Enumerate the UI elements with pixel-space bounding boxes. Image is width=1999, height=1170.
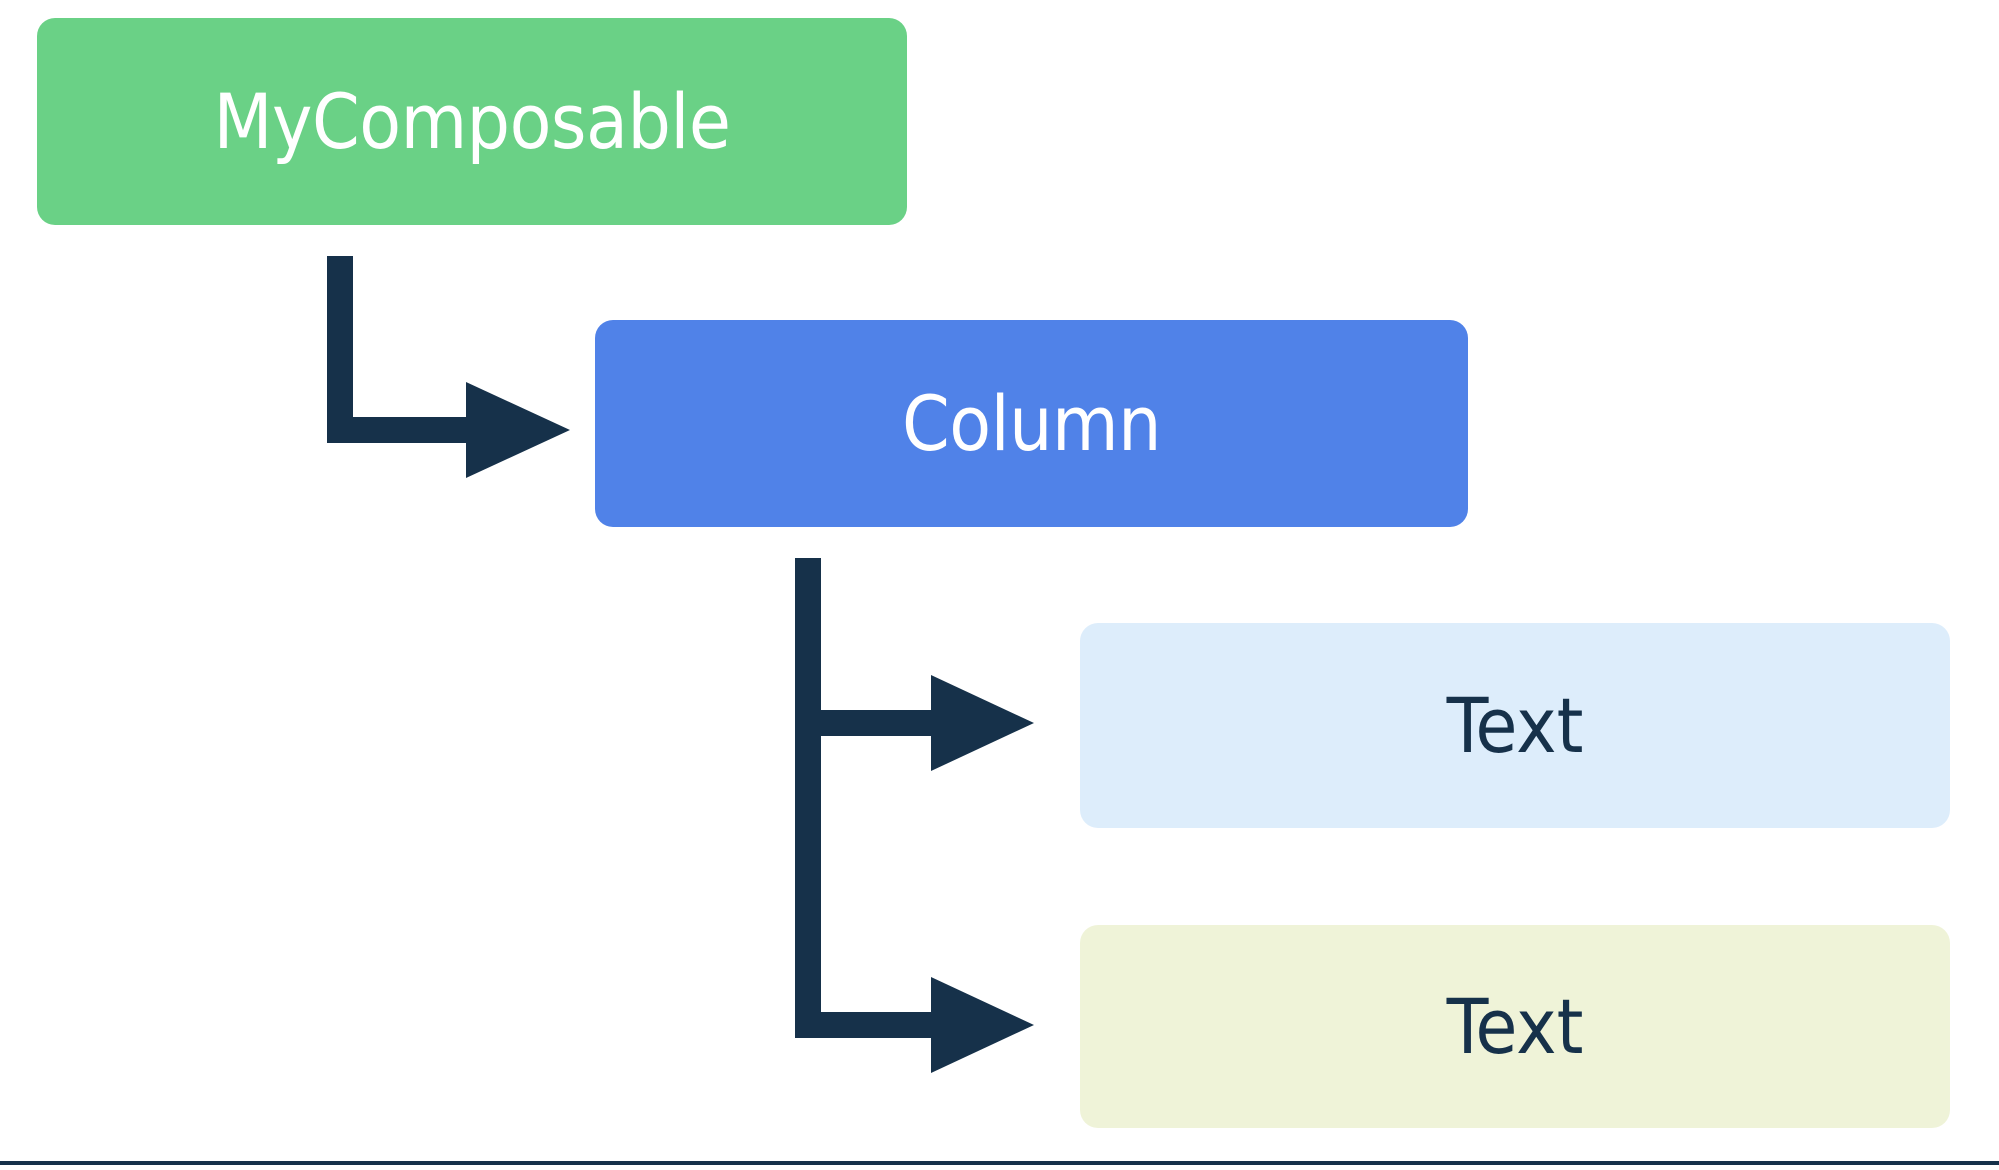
arrowhead-icon [931, 675, 1034, 771]
node-text-second[interactable]: Text [1080, 925, 1950, 1128]
arrowhead-icon [931, 977, 1034, 1073]
edge-column-to-text-2 [795, 558, 1034, 1073]
edge-column-to-text-1 [795, 558, 1034, 771]
edge-root-to-column [327, 256, 570, 478]
node-text-first[interactable]: Text [1080, 623, 1950, 828]
node-mycomposable-label: MyComposable [213, 76, 731, 166]
node-mycomposable[interactable]: MyComposable [37, 18, 907, 225]
node-column[interactable]: Column [595, 320, 1468, 527]
node-text-second-label: Text [1446, 981, 1584, 1071]
node-column-label: Column [902, 378, 1161, 468]
arrowhead-icon [466, 382, 570, 478]
bottom-divider [0, 1161, 1999, 1165]
node-text-first-label: Text [1446, 680, 1584, 770]
